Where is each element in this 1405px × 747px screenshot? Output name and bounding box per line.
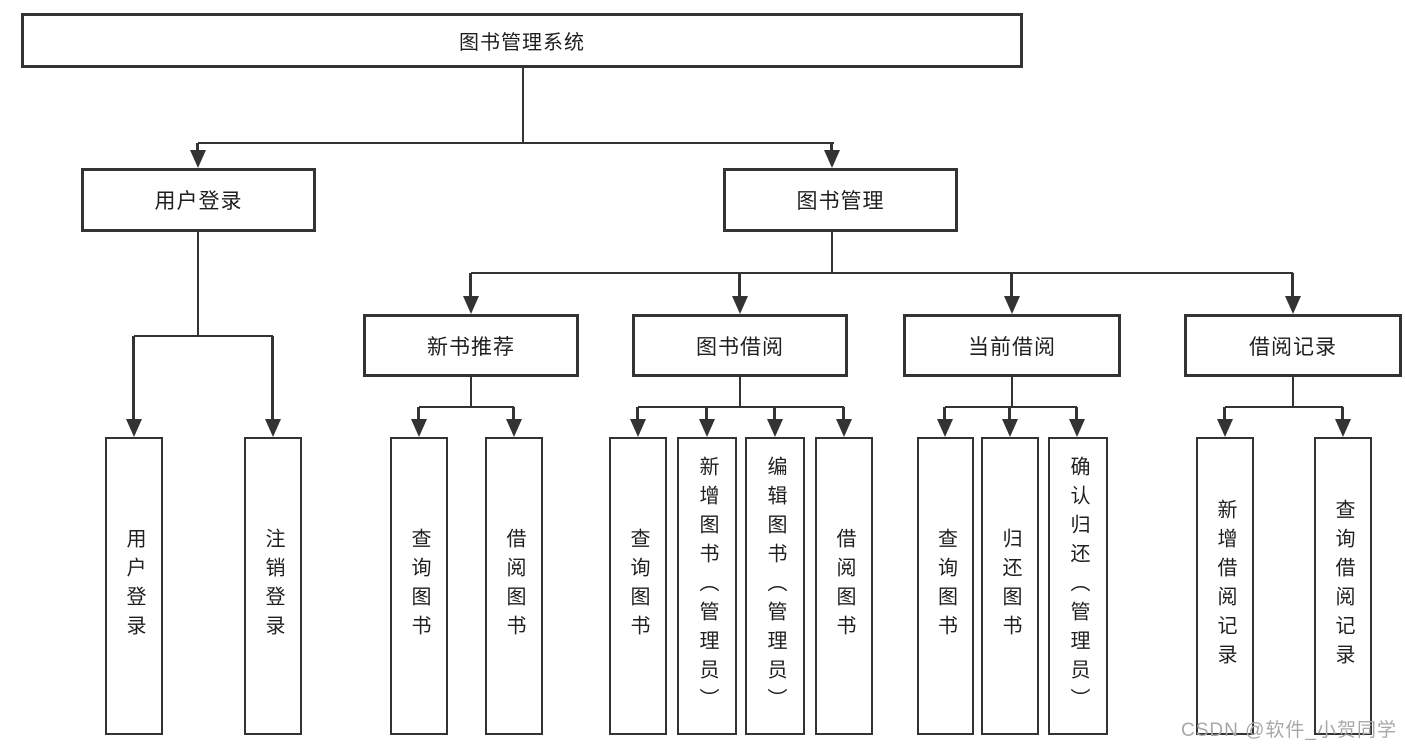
- node-root-system: 图书管理系统: [21, 13, 1023, 68]
- connector-new-books-bus: [419, 406, 514, 408]
- node-book-borrow-label: 图书借阅: [696, 335, 784, 359]
- arrow-to-book-management: [823, 143, 840, 168]
- connector-root-trunk: [522, 68, 524, 143]
- arrow-to-leaf-confirm-return: [1068, 407, 1085, 437]
- connector-borrow-records-trunk: [1292, 377, 1294, 407]
- leaf-borrow-books-a-label: 借阅图书: [503, 528, 525, 644]
- node-borrow-records: 借阅记录: [1184, 314, 1402, 377]
- connector-book-borrow-trunk: [739, 377, 741, 407]
- leaf-borrow-books-a: 借阅图书: [485, 437, 543, 735]
- leaf-return-books: 归还图书: [981, 437, 1039, 735]
- node-book-borrow: 图书借阅: [632, 314, 848, 377]
- leaf-add-borrow-record: 新增借阅记录: [1196, 437, 1254, 735]
- connector-book-borrow-bus: [638, 406, 844, 408]
- connector-user-login-bus: [134, 335, 273, 337]
- arrow-to-book-borrow: [731, 273, 748, 314]
- arrow-to-leaf-query-books-b: [629, 407, 646, 437]
- leaf-add-books-admin: 新增图书（管理员）: [677, 437, 737, 735]
- arrow-to-leaf-edit-books: [766, 407, 783, 437]
- leaf-query-books-a-label: 查询图书: [408, 528, 430, 644]
- leaf-edit-books-admin: 编辑图书（管理员）: [745, 437, 805, 735]
- leaf-confirm-return-admin: 确认归还（管理员）: [1048, 437, 1108, 735]
- leaf-query-books-a: 查询图书: [390, 437, 448, 735]
- node-current-borrow-label: 当前借阅: [968, 335, 1056, 359]
- leaf-logout: 注销登录: [244, 437, 302, 735]
- leaf-logout-label: 注销登录: [262, 528, 284, 644]
- connector-new-books-trunk: [470, 377, 472, 407]
- leaf-add-borrow-record-label: 新增借阅记录: [1214, 499, 1236, 673]
- arrow-to-current-borrow: [1003, 273, 1020, 314]
- leaf-query-books-b: 查询图书: [609, 437, 667, 735]
- leaf-add-books-admin-label: 新增图书（管理员）: [696, 455, 718, 717]
- node-user-login: 用户登录: [81, 168, 316, 232]
- arrow-to-borrow-records: [1284, 273, 1301, 314]
- leaf-query-books-c-label: 查询图书: [934, 528, 957, 644]
- node-new-book-recommend: 新书推荐: [363, 314, 579, 377]
- leaf-borrow-books-b-label: 借阅图书: [833, 528, 855, 644]
- node-book-management: 图书管理: [723, 168, 958, 232]
- arrow-to-user-login: [189, 143, 206, 168]
- node-current-borrow: 当前借阅: [903, 314, 1121, 377]
- arrow-to-leaf-borrow-books-b: [835, 407, 852, 437]
- arrow-to-leaf-add-borrow-record: [1216, 407, 1233, 437]
- connector-book-management-trunk: [831, 232, 833, 273]
- connector-current-borrow-trunk: [1011, 377, 1013, 407]
- leaf-user-login: 用户登录: [105, 437, 163, 735]
- node-borrow-records-label: 借阅记录: [1249, 335, 1337, 359]
- connector-level3-bus: [471, 272, 1293, 274]
- leaf-return-books-label: 归还图书: [999, 528, 1021, 644]
- arrow-to-leaf-add-books: [698, 407, 715, 437]
- leaf-query-books-b-label: 查询图书: [627, 528, 649, 644]
- arrow-to-leaf-user-login: [125, 336, 142, 437]
- connector-level1-bus: [198, 142, 834, 144]
- leaf-edit-books-admin-label: 编辑图书（管理员）: [764, 455, 786, 717]
- leaf-query-borrow-record: 查询借阅记录: [1314, 437, 1372, 735]
- arrow-to-leaf-query-books-c: [936, 407, 953, 437]
- connector-current-borrow-bus: [945, 406, 1077, 408]
- leaf-confirm-return-admin-label: 确认归还（管理员）: [1067, 455, 1089, 717]
- arrow-to-leaf-query-books-a: [410, 407, 427, 437]
- csdn-watermark: CSDN @软件_小贺同学: [1181, 720, 1397, 741]
- arrow-to-new-books: [462, 273, 479, 314]
- node-new-book-recommend-label: 新书推荐: [427, 335, 515, 359]
- arrow-to-leaf-logout: [264, 336, 281, 437]
- connector-borrow-records-bus: [1225, 406, 1343, 408]
- arrow-to-leaf-borrow-books-a: [505, 407, 522, 437]
- arrow-to-leaf-query-borrow-record: [1334, 407, 1351, 437]
- arrow-to-leaf-return-books: [1001, 407, 1018, 437]
- leaf-query-borrow-record-label: 查询借阅记录: [1332, 499, 1354, 673]
- leaf-borrow-books-b: 借阅图书: [815, 437, 873, 735]
- connector-user-login-trunk: [197, 232, 199, 336]
- leaf-query-books-c: 查询图书: [917, 437, 974, 735]
- node-root-label: 图书管理系统: [459, 32, 585, 54]
- node-book-management-label: 图书管理: [796, 190, 885, 213]
- leaf-user-login-label: 用户登录: [123, 528, 145, 644]
- node-user-login-label: 用户登录: [154, 190, 243, 213]
